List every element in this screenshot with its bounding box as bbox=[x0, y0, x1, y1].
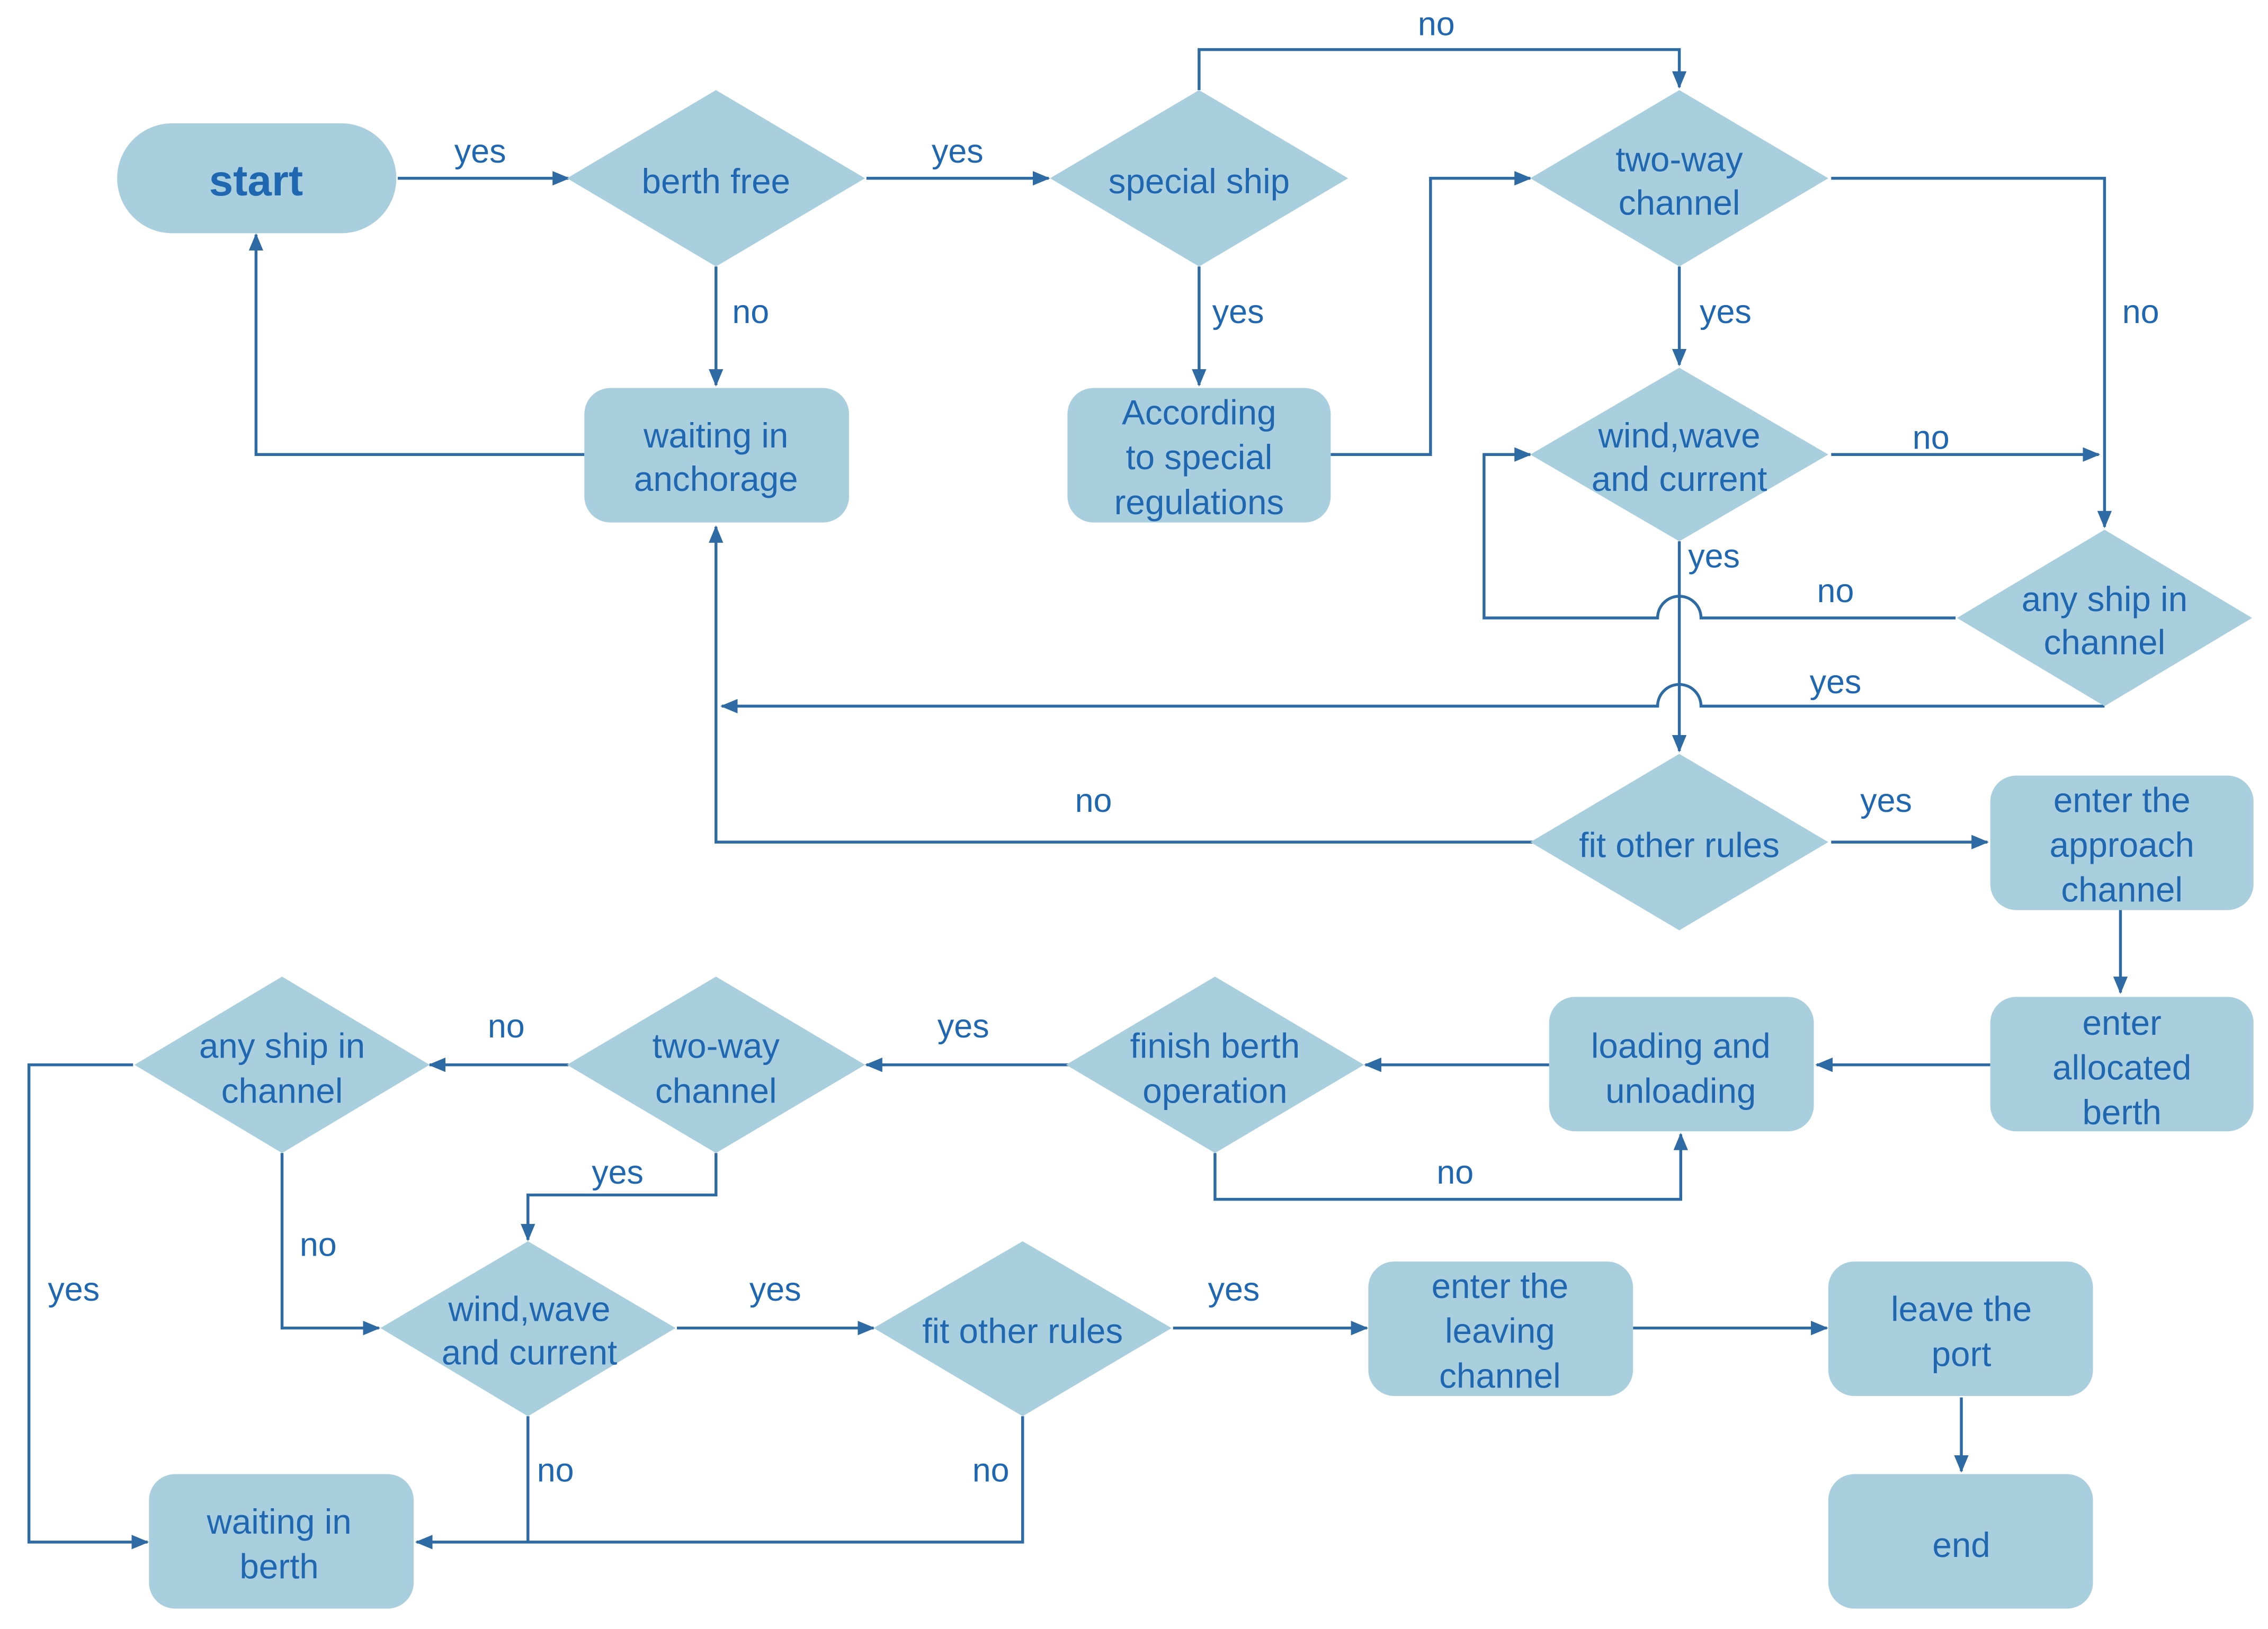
edge-fit-rules-to-anchorage bbox=[709, 525, 1533, 844]
edge-label: yes bbox=[932, 133, 984, 170]
any-ship-in-channel-decision bbox=[1957, 530, 2252, 706]
fit-rules-label: fit other rules bbox=[1579, 826, 1780, 864]
nodes bbox=[117, 90, 2254, 1609]
connectors bbox=[27, 48, 2128, 1550]
edge-label: no bbox=[1075, 782, 1112, 819]
edge-label: yes bbox=[1860, 782, 1912, 819]
special-regulations-process bbox=[1067, 388, 1331, 523]
edge-label: no bbox=[488, 1008, 525, 1045]
edge-label: yes bbox=[592, 1154, 644, 1191]
wind-wave-current-decision bbox=[1530, 368, 1828, 542]
edge-special-ship-to-two-way bbox=[1198, 48, 1687, 91]
berth-free-label: berth free bbox=[642, 162, 791, 201]
edge-two-way-to-wind-bottom bbox=[521, 1153, 718, 1241]
edge-label: yes bbox=[749, 1271, 801, 1308]
wind-wave-current-decision-bottom bbox=[380, 1241, 676, 1417]
edge-label: no bbox=[972, 1452, 1010, 1489]
edge-any-ship-to-waiting-berth bbox=[27, 1063, 149, 1550]
edge-label: no bbox=[1913, 419, 1950, 457]
edge-label: no bbox=[1418, 6, 1455, 43]
edge-any-ship-to-wind-bottom bbox=[280, 1153, 381, 1336]
edge-label: yes bbox=[454, 133, 506, 170]
edge-regulations-to-two-way bbox=[1331, 171, 1532, 456]
edge-label: yes bbox=[48, 1271, 100, 1308]
edge-label: yes bbox=[937, 1008, 989, 1045]
loading-unloading-process bbox=[1549, 997, 1814, 1132]
finish-berth-operation-decision bbox=[1066, 977, 1364, 1153]
edge-label: no bbox=[1817, 572, 1854, 610]
waiting-in-berth-process bbox=[149, 1474, 414, 1609]
end-label: end bbox=[1932, 1526, 1990, 1564]
end-terminal bbox=[1828, 1474, 2093, 1609]
start-terminal bbox=[117, 123, 397, 234]
fit-rules-label-bottom: fit other rules bbox=[922, 1312, 1123, 1350]
any-ship-in-channel-decision-bottom bbox=[134, 977, 430, 1153]
enter-allocated-berth-process bbox=[1990, 997, 2254, 1132]
waiting-anchorage-process bbox=[584, 388, 850, 523]
edge-label: no bbox=[300, 1226, 337, 1263]
edge-label: yes bbox=[1212, 293, 1264, 330]
leave-port-process bbox=[1828, 1261, 2093, 1397]
edge-label: no bbox=[537, 1452, 574, 1489]
start-label: start bbox=[209, 157, 303, 205]
enter-leaving-channel-process bbox=[1368, 1261, 1633, 1397]
edge-labels: yes yes no no yes yes no no yes no yes n… bbox=[48, 6, 2159, 1489]
edge-label: no bbox=[1436, 1154, 1474, 1191]
fit-other-rules-decision-bottom bbox=[873, 1241, 1172, 1417]
edge-any-ship-no-to-wind bbox=[1483, 447, 1956, 620]
enter-approach-channel-process bbox=[1990, 775, 2254, 910]
edge-label: no bbox=[2122, 293, 2159, 330]
edge-label: yes bbox=[1688, 538, 1740, 575]
edge-finish-to-loading bbox=[1213, 1133, 1688, 1201]
edge-label: yes bbox=[1810, 664, 1862, 701]
edge-label: yes bbox=[1700, 293, 1752, 330]
two-way-channel-decision bbox=[1530, 90, 1828, 267]
special-ship-label: special ship bbox=[1109, 162, 1290, 201]
edge-waiting-anchorage-to-start bbox=[248, 233, 585, 456]
two-way-channel-decision-bottom bbox=[567, 977, 865, 1153]
edge-label: no bbox=[732, 293, 769, 330]
edge-two-way-to-any-ship bbox=[1831, 176, 2112, 529]
edge-label: yes bbox=[1208, 1271, 1260, 1308]
edge-fit-bottom-to-waiting-berth bbox=[415, 1416, 1024, 1550]
fit-other-rules-decision bbox=[1530, 754, 1828, 930]
berth-free-decision bbox=[567, 90, 865, 267]
edge-any-ship-yes-to-anchorage bbox=[720, 683, 2105, 714]
